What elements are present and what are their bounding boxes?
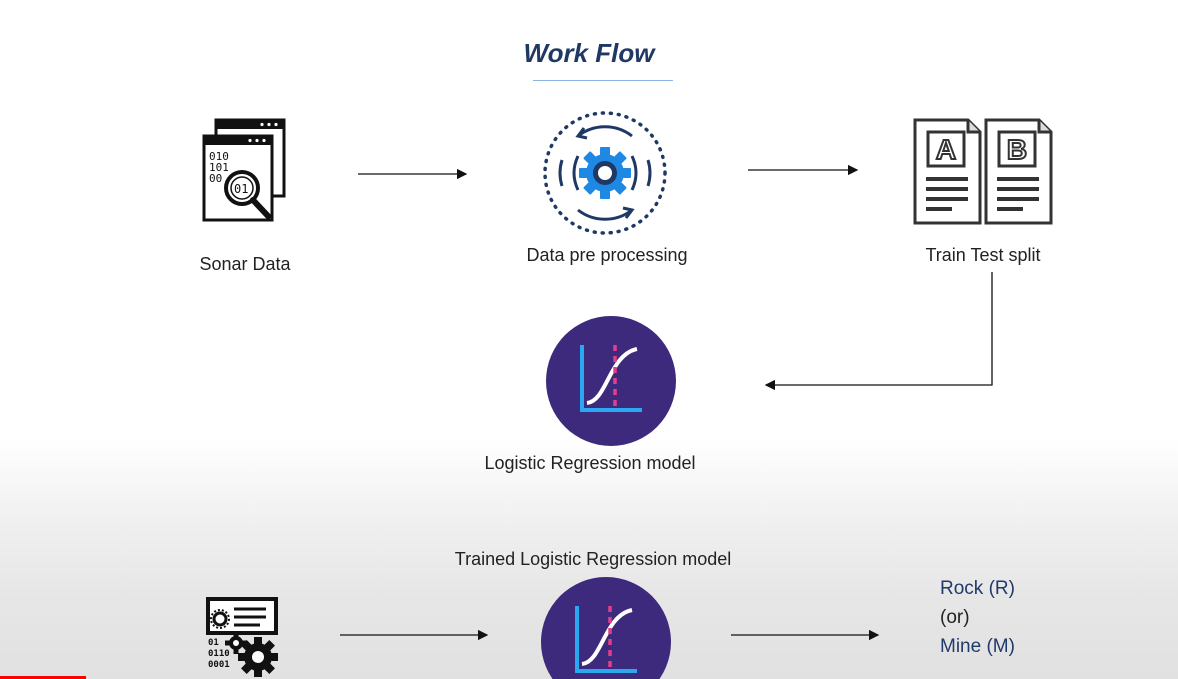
- doc-letter-a: A: [936, 134, 956, 165]
- data-gears-icon: 01 0110 0001: [204, 595, 284, 679]
- binary-text: 01: [234, 182, 248, 196]
- output-or: (or): [940, 607, 970, 628]
- diagram-title: Work Flow: [523, 38, 655, 68]
- title-underline: [533, 80, 673, 81]
- doc-letter-b: B: [1007, 134, 1027, 165]
- output-rock: Rock (R): [940, 578, 1015, 599]
- arrow-split-to-model: [764, 272, 993, 391]
- binary-text: 101: [209, 161, 229, 174]
- gear-cycle-icon: [538, 108, 672, 238]
- ab-documents-icon: A B: [912, 117, 1056, 227]
- logistic-curve-icon: [540, 576, 672, 679]
- logistic-curve-icon: [545, 315, 677, 447]
- binary-text: 01: [208, 638, 219, 648]
- step-label-sonar-data: Sonar Data: [199, 254, 291, 274]
- binary-text: 0110: [208, 649, 230, 659]
- binary-text: 00: [209, 172, 222, 185]
- progress-bar[interactable]: [0, 676, 86, 679]
- step-label-model: Logistic Regression model: [484, 453, 696, 473]
- prediction-output: Rock (R) (or) Mine (M): [940, 574, 1015, 661]
- binary-text: 010: [209, 150, 229, 163]
- output-mine: Mine (M): [940, 636, 1015, 657]
- step-label-trained-model: Trained Logistic Regression model: [454, 549, 732, 569]
- data-files-magnifier-icon: 010 101 00 01: [196, 116, 288, 232]
- binary-text: 0001: [208, 660, 230, 670]
- step-label-preprocessing: Data pre processing: [526, 245, 688, 265]
- step-label-train-test-split: Train Test split: [925, 245, 1041, 265]
